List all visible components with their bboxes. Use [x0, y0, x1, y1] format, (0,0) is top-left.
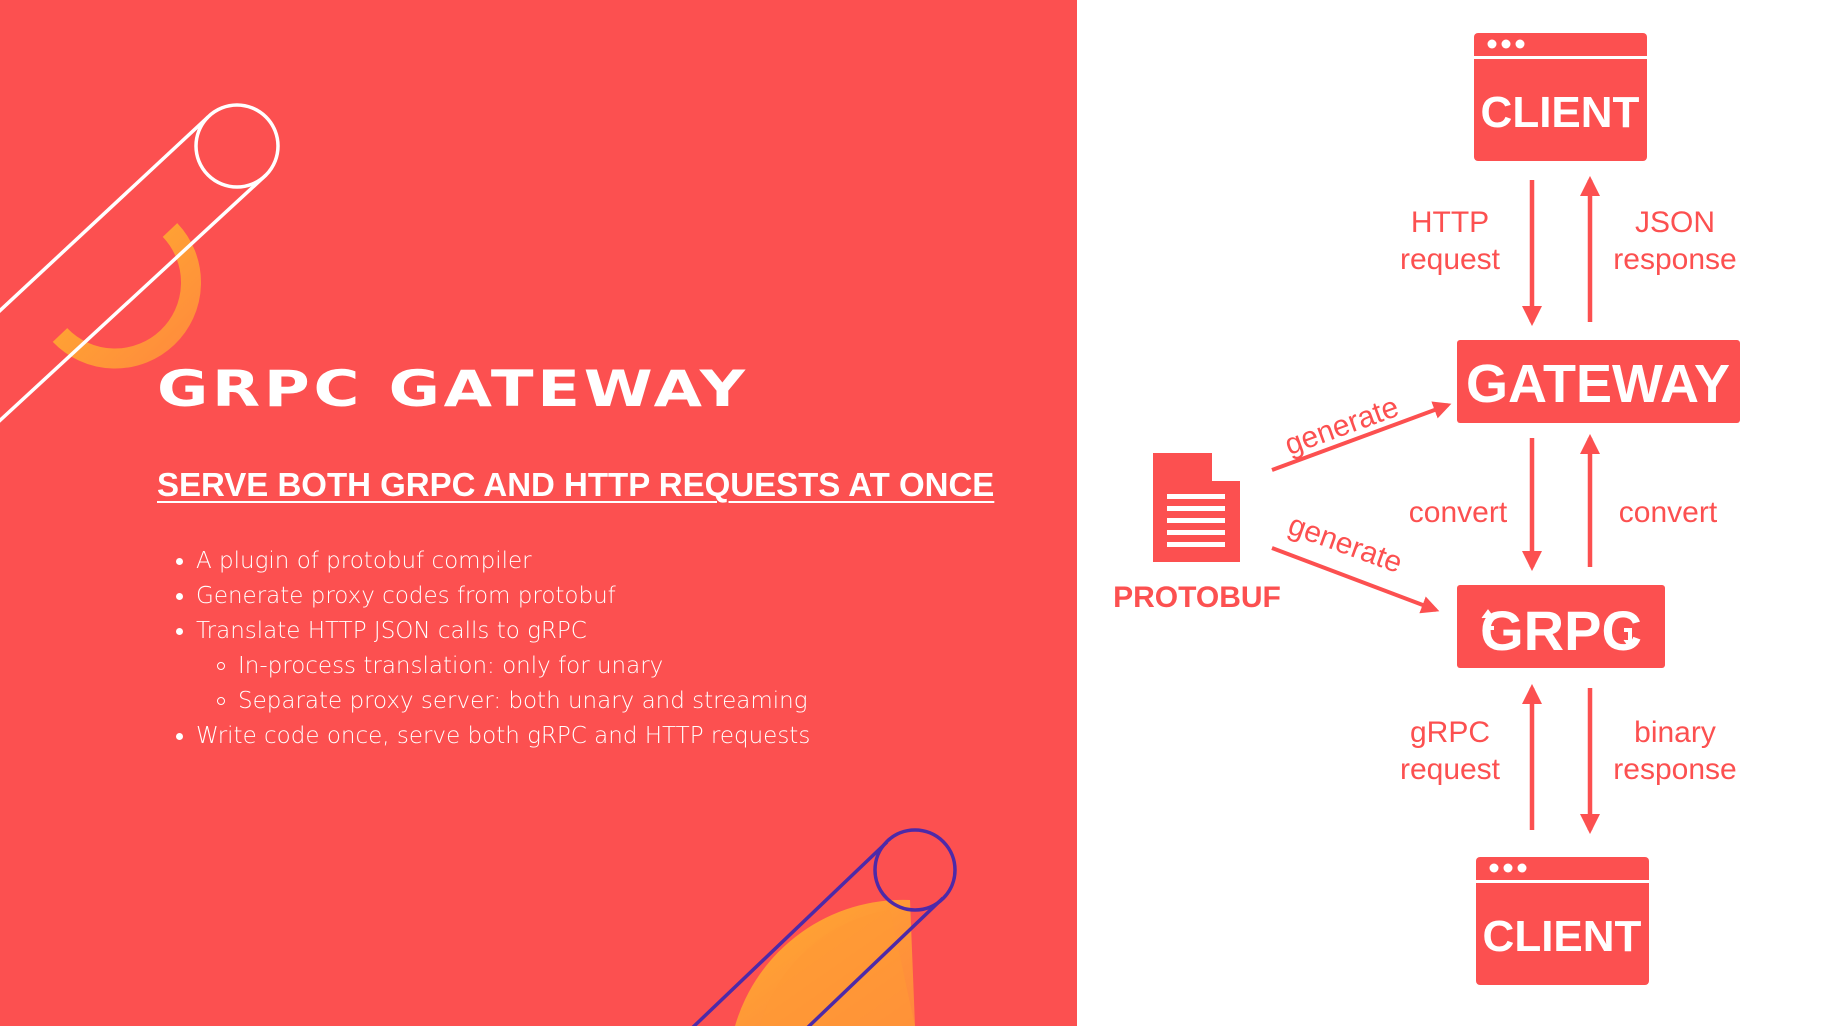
bullet-item: Translate HTTP JSON calls to gRPC: [175, 615, 810, 650]
label-response-2: response: [1613, 753, 1736, 786]
client-top-label: CLIENT: [1481, 88, 1640, 137]
decorative-shapes: [0, 103, 957, 1026]
grpc-label: GRPC: [1480, 599, 1642, 662]
orange-arc-top: [52, 223, 202, 369]
label-request-2: request: [1400, 753, 1501, 786]
document-icon: [1153, 450, 1243, 562]
label-response: response: [1613, 243, 1736, 276]
label-generate-top: generate: [1280, 390, 1403, 462]
label-json: JSON: [1635, 206, 1715, 239]
bullet-item: Write code once, serve both gRPC and HTT…: [175, 720, 810, 755]
gateway-box: GATEWAY: [1457, 340, 1740, 423]
capsule-top: [0, 103, 280, 423]
capsule-bottom: [691, 828, 957, 1026]
arrow-generate-grpc: [1271, 546, 1440, 614]
window-dots-icon: [1487, 39, 1525, 49]
label-binary: binary: [1634, 716, 1716, 749]
left-panel: GRPC GATEWAY SERVE BOTH GRPC AND HTTP RE…: [0, 0, 1077, 1026]
sub-bullet-item: In-process translation: only for unary: [216, 650, 810, 685]
protobuf-label: PROTOBUF: [1113, 581, 1281, 614]
bullet-item: A plugin of protobuf compiler: [175, 545, 810, 580]
grpc-box: GRPC: [1457, 585, 1665, 668]
client-bottom-label: CLIENT: [1483, 912, 1642, 961]
label-request: request: [1400, 243, 1501, 276]
window-dots-icon: [1489, 863, 1527, 873]
gateway-label: GATEWAY: [1466, 354, 1730, 414]
sub-bullet-item: Separate proxy server: both unary and st…: [216, 685, 810, 720]
bullet-list: A plugin of protobuf compiler Generate p…: [175, 545, 810, 755]
label-http: HTTP: [1411, 206, 1489, 239]
client-bottom-box: CLIENT: [1476, 857, 1649, 985]
label-grpc: gRPC: [1410, 716, 1490, 749]
bullet-item: Generate proxy codes from protobuf: [175, 580, 810, 615]
refresh-arrows-icon: [1481, 609, 1637, 649]
label-convert-left: convert: [1409, 496, 1508, 529]
label-generate-bottom: generate: [1284, 508, 1407, 580]
slide-title: GRPC GATEWAY: [157, 360, 749, 418]
label-convert-right: convert: [1619, 496, 1718, 529]
slide-subtitle: SERVE BOTH GRPC AND HTTP REQUESTS AT ONC…: [157, 466, 995, 503]
client-top-box: CLIENT: [1474, 33, 1647, 161]
arrow-generate-gateway: [1271, 401, 1452, 472]
